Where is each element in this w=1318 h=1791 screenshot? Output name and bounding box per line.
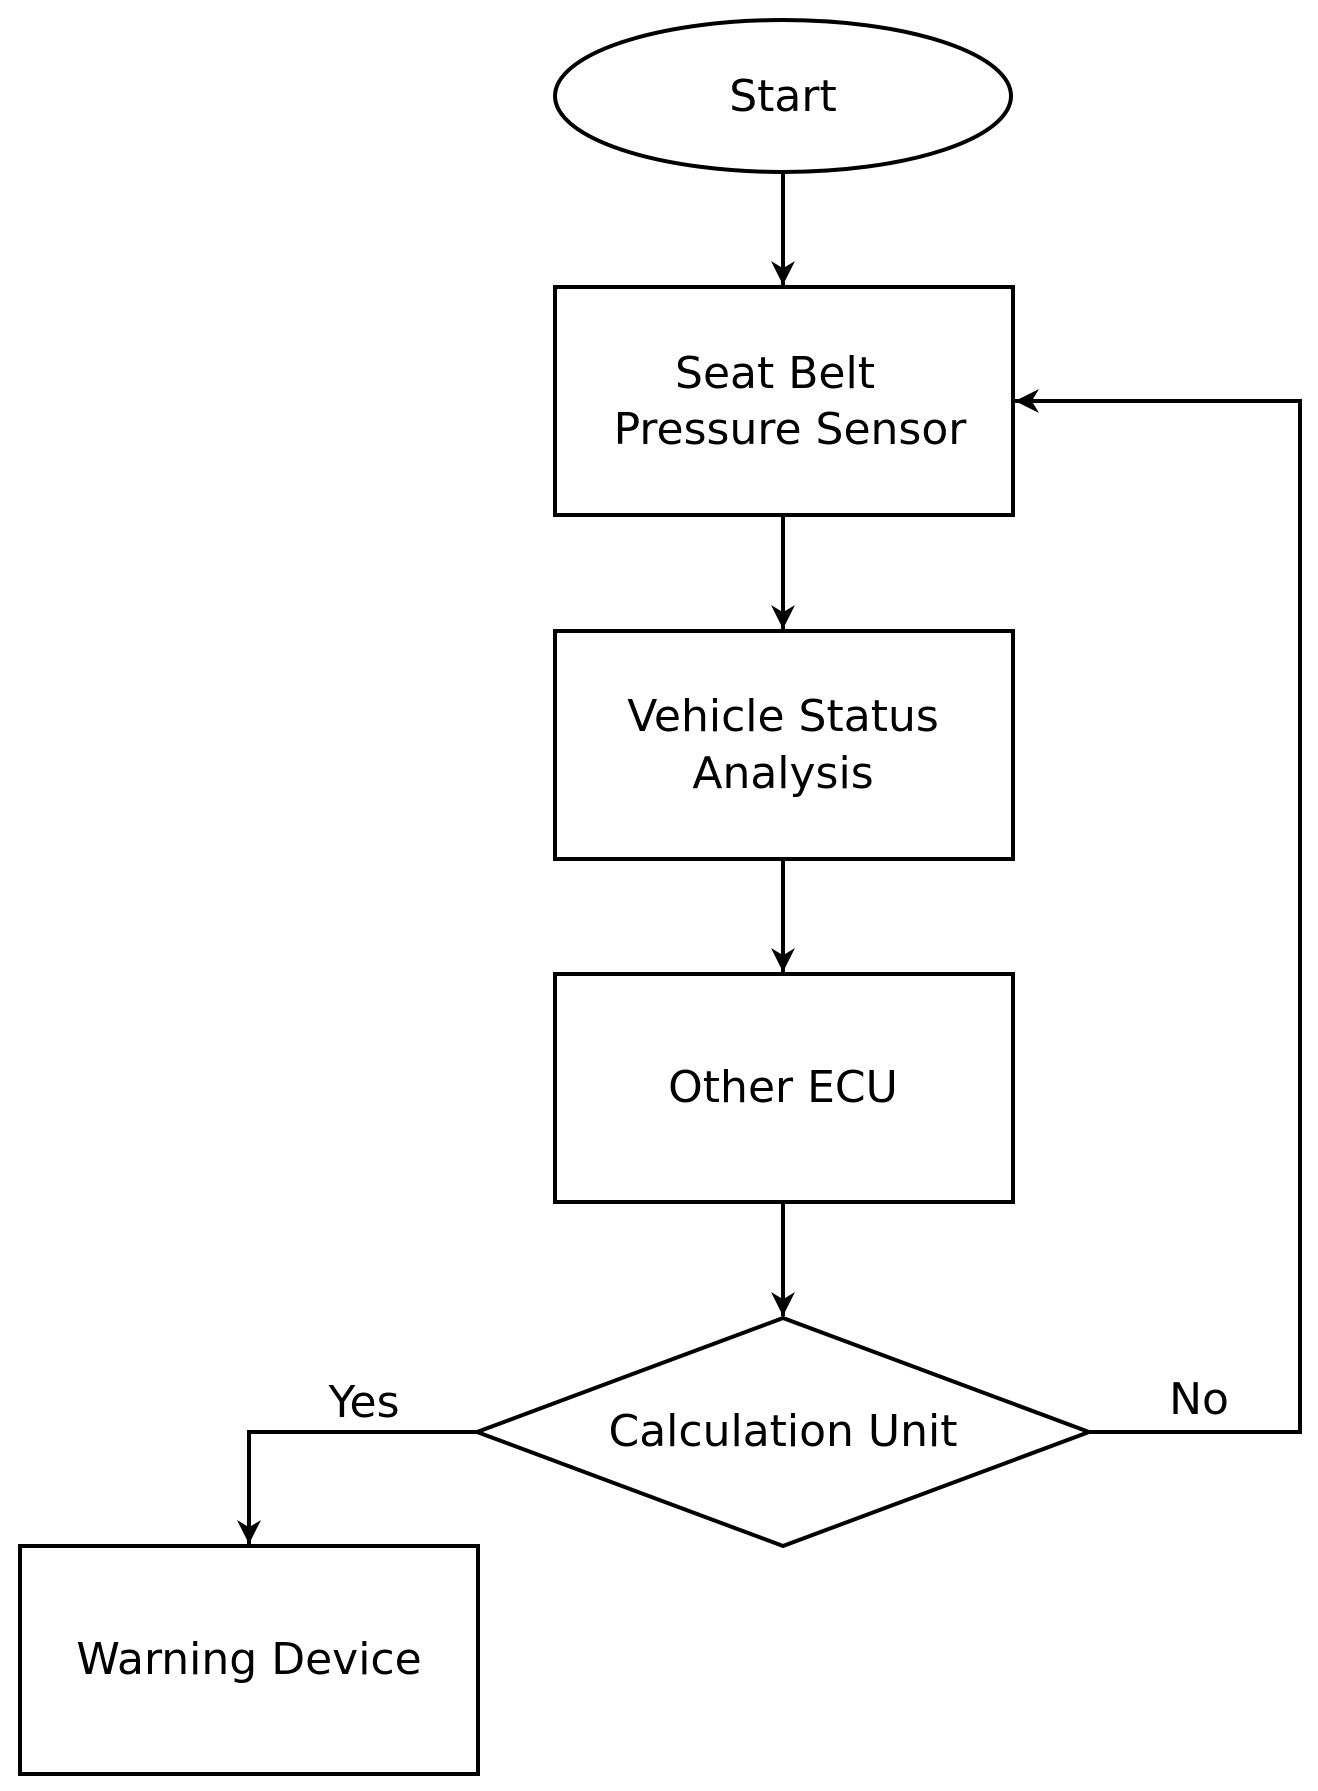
analysis-label-line2: Analysis (692, 748, 873, 799)
warning-node: Warning Device (18, 1544, 480, 1776)
ecu-label: Other ECU (668, 1062, 898, 1113)
calc-label: Calculation Unit (608, 1406, 957, 1457)
start-node: Start (553, 18, 1013, 174)
warning-label: Warning Device (76, 1634, 421, 1685)
ecu-node: Other ECU (553, 972, 1015, 1204)
yes-label: Yes (327, 1377, 399, 1428)
analysis-node: Vehicle Status Analysis (553, 629, 1015, 861)
sensor-label-line2: Pressure Sensor (614, 404, 968, 455)
analysis-label-line1: Vehicle Status (627, 691, 939, 742)
edge-calc-no-to-sensor (1015, 389, 1302, 1434)
no-label: No (1169, 1374, 1229, 1425)
edge-calc-yes-to-warning (237, 1430, 477, 1544)
calc-node: Calculation Unit (471, 1315, 1095, 1549)
start-label: Start (729, 71, 837, 122)
sensor-node: Seat Belt Pressure Sensor (553, 285, 1015, 517)
sensor-label-line1: Seat Belt (675, 348, 875, 399)
